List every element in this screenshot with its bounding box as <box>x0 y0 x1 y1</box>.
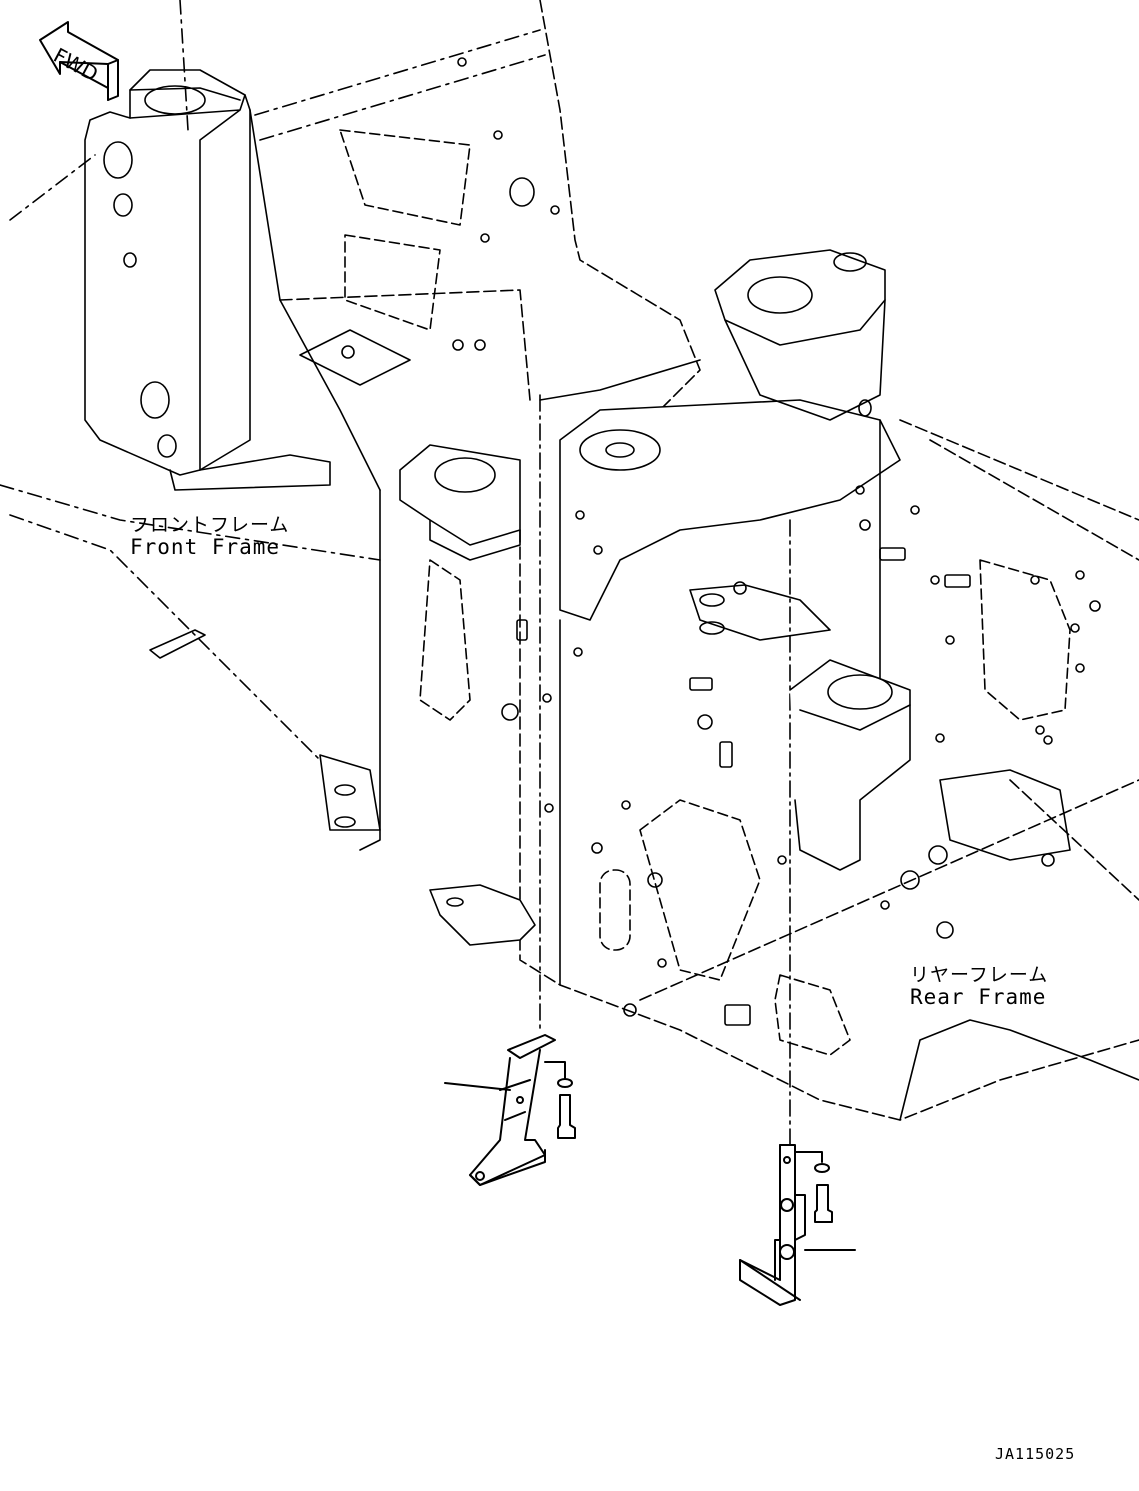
center-section <box>249 0 901 1146</box>
rear-frame-label-en: Rear Frame <box>910 985 1047 1009</box>
drawing-code: JA115025 <box>995 1445 1076 1463</box>
right-bracket-part <box>739 1144 856 1306</box>
front-frame-label-jp: フロントフレーム <box>130 514 290 536</box>
front-frame-label-en: Front Frame <box>130 535 281 559</box>
rear-frame <box>419 249 1139 1121</box>
fwd-arrow-icon: FWD <box>39 21 119 101</box>
rear-frame-label-jp: リヤーフレーム <box>910 964 1049 986</box>
front-frame <box>0 0 560 831</box>
left-bracket-part <box>444 1034 576 1186</box>
